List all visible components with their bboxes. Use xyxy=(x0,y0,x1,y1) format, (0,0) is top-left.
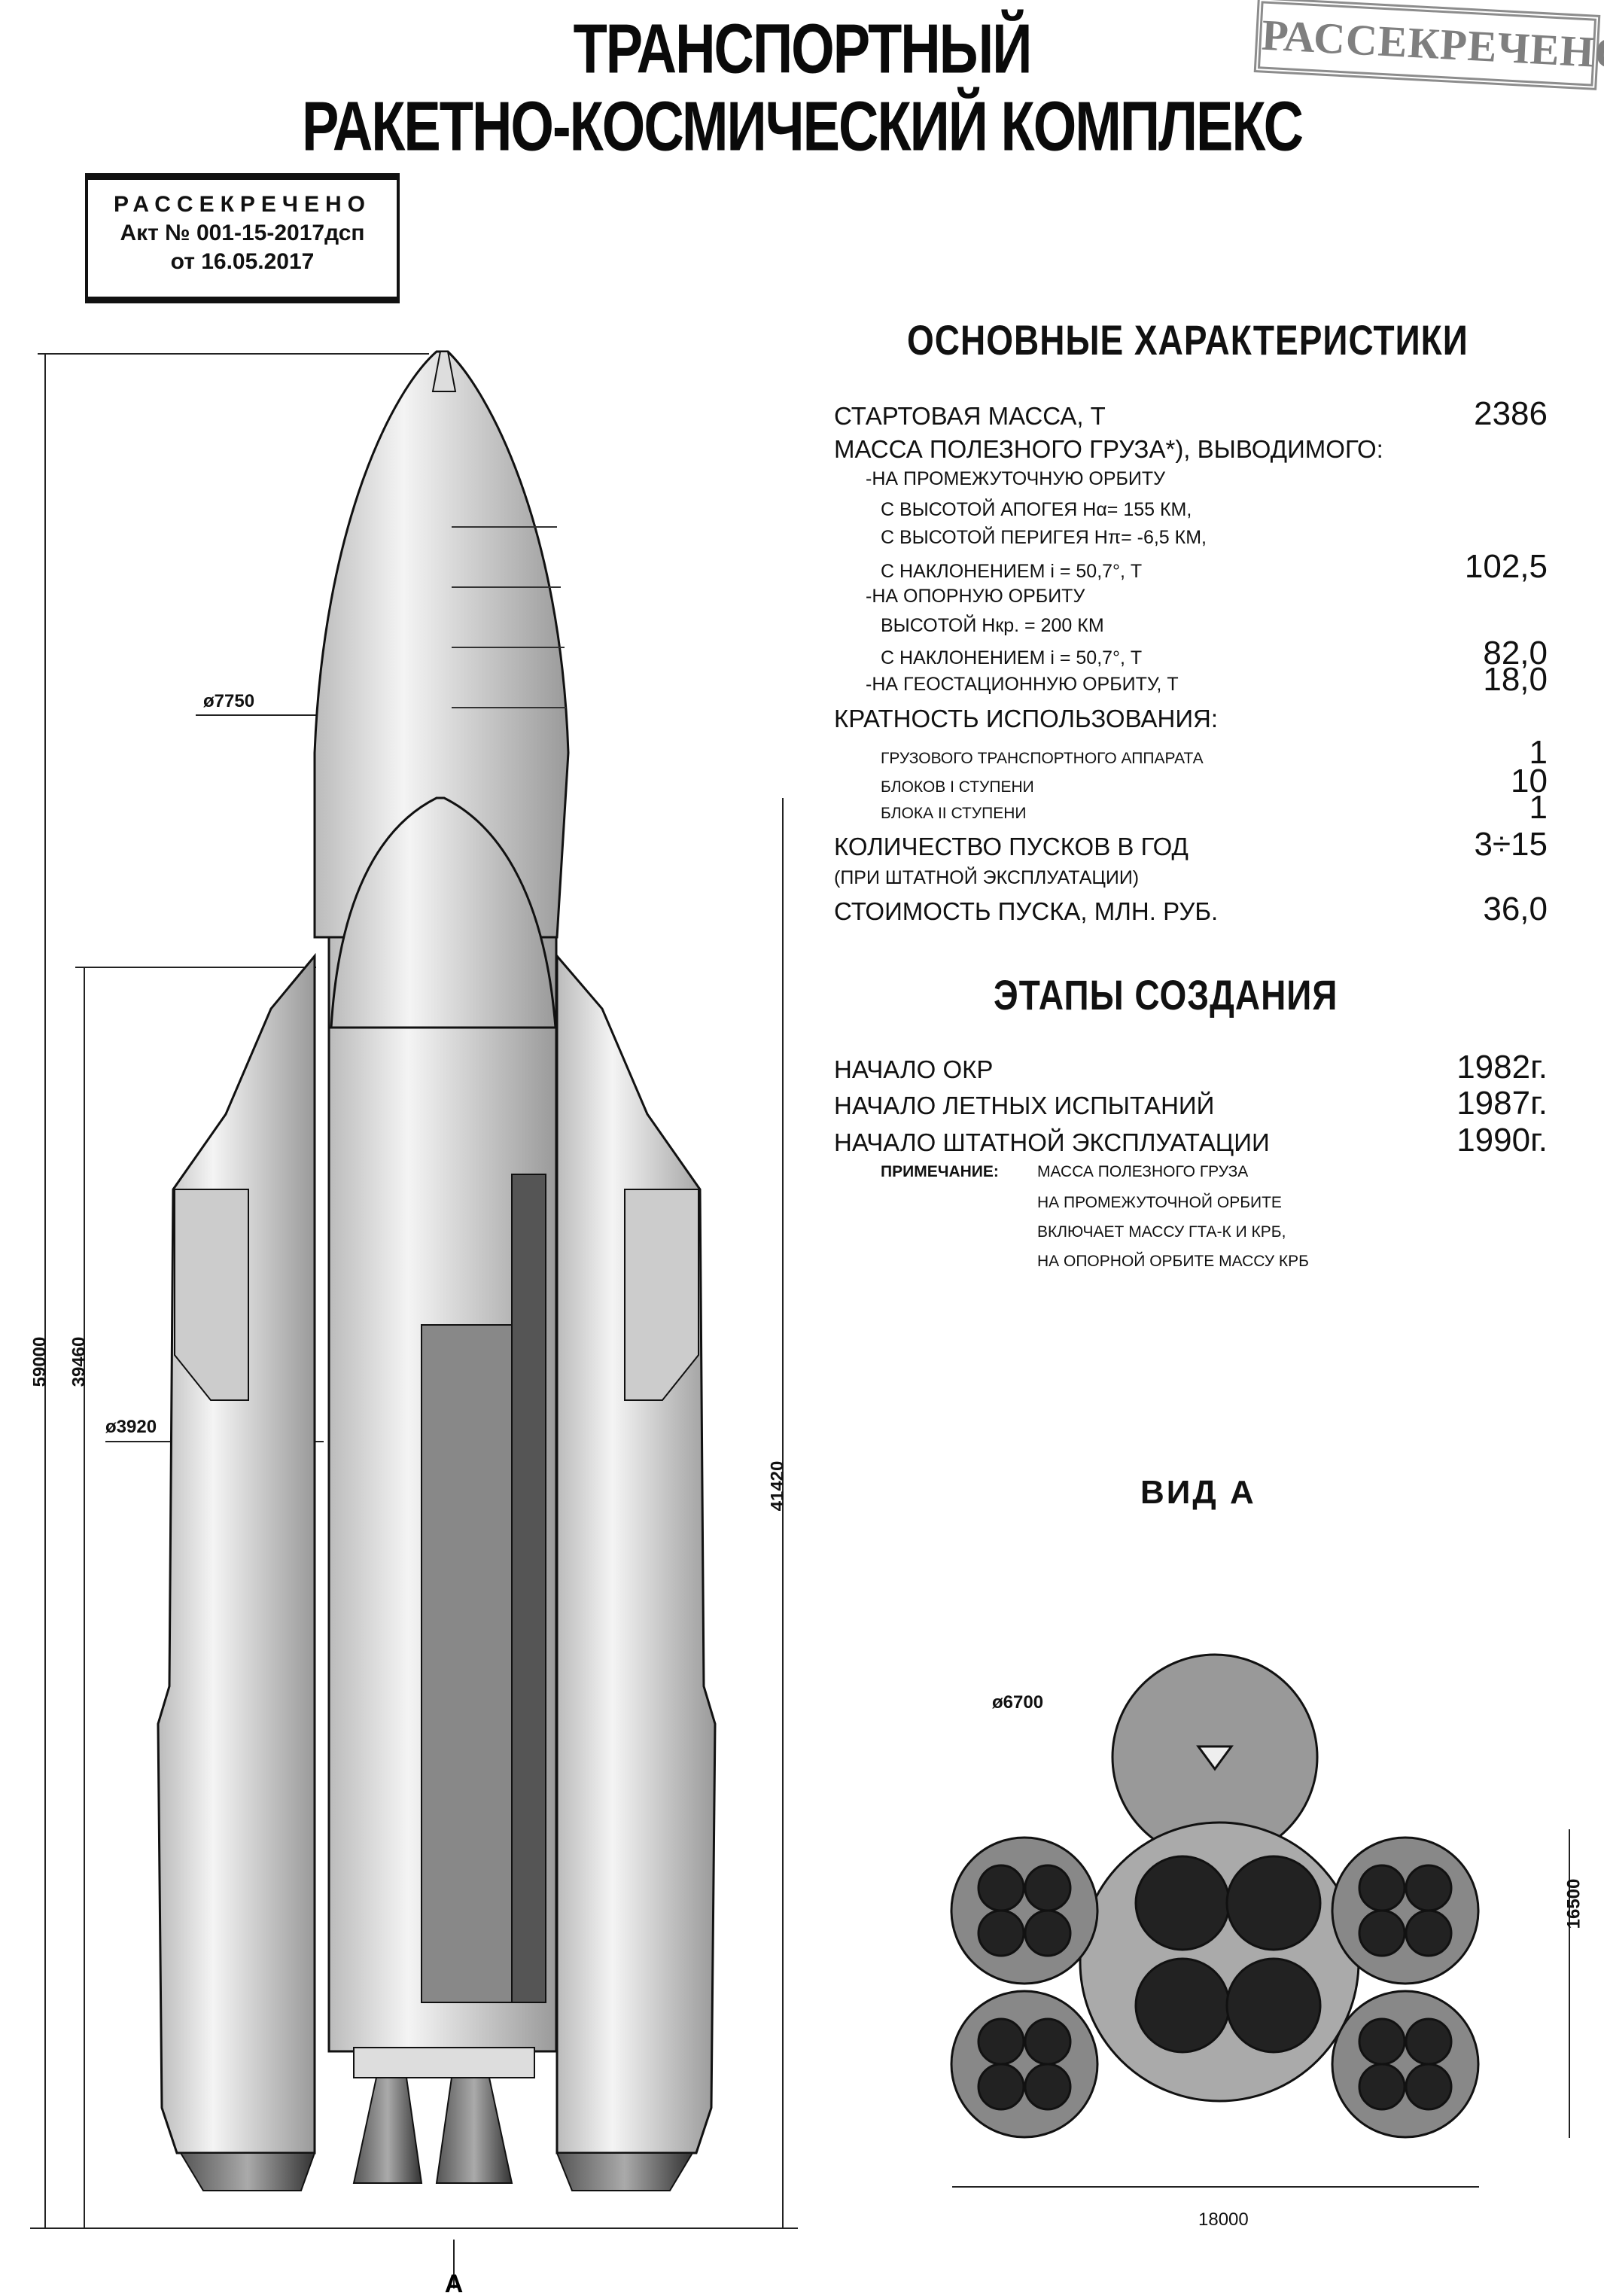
declassification-box: РАССЕКРЕЧЕНО Акт № 001-15-2017дсп от 16.… xyxy=(85,173,400,303)
note-line: МАССА ПОЛЕЗНОГО ГРУЗА xyxy=(1037,1163,1249,1180)
char-row: ВЫСОТОЙ Hкр. = 200 КМ xyxy=(881,615,1104,636)
char-row: МАССА ПОЛЕЗНОГО ГРУЗА*), ВЫВОДИМОГО: xyxy=(834,435,1383,463)
view-a-label: ВИД А xyxy=(1140,1474,1256,1511)
dim-fairing-diameter: ø7750 xyxy=(203,691,255,711)
declass-date: от 16.05.2017 xyxy=(170,249,315,274)
char-row: КРАТНОСТЬ ИСПОЛЬЗОВАНИЯ: xyxy=(834,705,1219,732)
note-line: НА ОПОРНОЙ ОРБИТЕ МАССУ КРБ xyxy=(1037,1253,1309,1270)
stages-heading: ЭТАПЫ СОЗДАНИЯ xyxy=(994,971,1338,1019)
char-row: (ПРИ ШТАТНОЙ ЭКСПЛУАТАЦИИ) xyxy=(834,867,1140,888)
view-a-height: 16500 xyxy=(1563,1878,1584,1929)
view-a-diameter: ø6700 xyxy=(992,1692,1044,1713)
declass-act: Акт № 001-15-2017дсп xyxy=(120,221,365,245)
char-row: СТОИМОСТЬ ПУСКА, МЛН. РУБ.36,0 xyxy=(834,891,1548,927)
declass-label: РАССЕКРЕЧЕНО xyxy=(113,192,372,217)
left-booster xyxy=(157,952,316,2191)
view-a-width: 18000 xyxy=(1198,2209,1249,2230)
view-a-marker: A xyxy=(445,2270,464,2296)
title-line-2: РАКЕТНО-КОСМИЧЕСКИЙ КОМПЛЕКС xyxy=(301,87,1304,166)
char-row: -НА ОПОРНУЮ ОРБИТУ xyxy=(866,586,1085,607)
payload-fairing xyxy=(313,350,570,1029)
core-stage xyxy=(327,936,558,2184)
title-line-1: ТРАНСПОРТНЫЙ xyxy=(573,9,1033,88)
dimension-lines xyxy=(30,353,798,2288)
note-label: ПРИМЕЧАНИЕ: xyxy=(881,1163,999,1180)
char-row: -НА ПРОМЕЖУТОЧНУЮ ОРБИТУ xyxy=(866,468,1166,489)
characteristics-heading: ОСНОВНЫЕ ХАРАКТЕРИСТИКИ xyxy=(907,316,1469,364)
char-row: С ВЫСОТОЙ ПЕРИГЕЯ Hπ= -6,5 КМ, xyxy=(881,527,1207,548)
dim-booster-diameter: ø3920 xyxy=(105,1417,157,1437)
note-line: ВКЛЮЧАЕТ МАССУ ГТА-К И КРБ, xyxy=(1037,1223,1286,1241)
char-row: С ВЫСОТОЙ АПОГЕЯ Hα= 155 КМ, xyxy=(881,499,1192,520)
note-line: НА ПРОМЕЖУТОЧНОЙ ОРБИТЕ xyxy=(1037,1194,1282,1211)
right-booster xyxy=(555,952,717,2191)
